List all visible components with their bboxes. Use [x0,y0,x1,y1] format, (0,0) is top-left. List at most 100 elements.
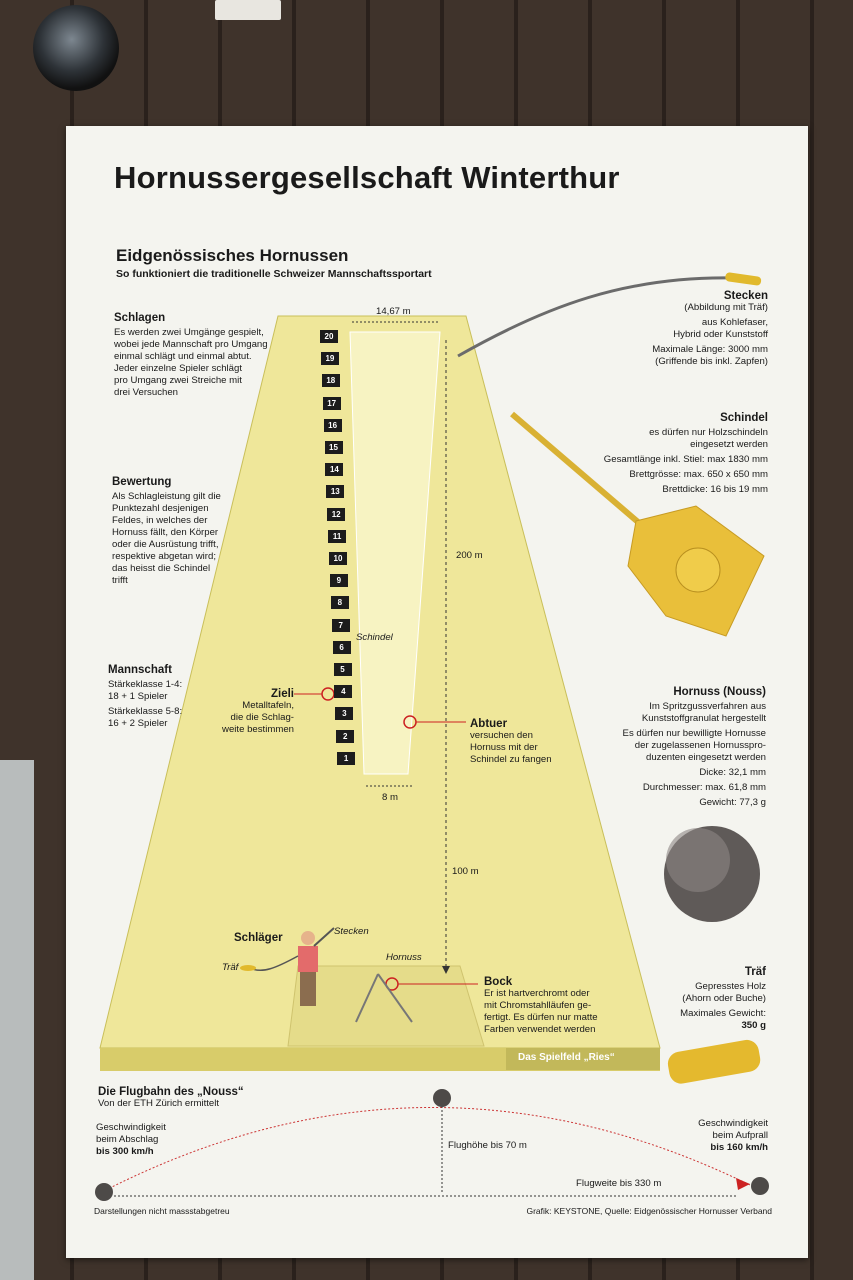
heading-mannschaft: Mannschaft [108,664,172,676]
hornuss-field-label: Hornuss [386,952,422,963]
heading-bewertung: Bewertung [112,476,172,488]
line: Er ist hartverchromt oder [484,988,590,999]
heading-hornuss: Hornuss (Nouss) [673,686,766,698]
field-number-badge: 9 [329,574,348,588]
heading-stecken: Stecken [723,290,768,302]
field-number-badge: 16 [323,418,342,432]
ries-label: Das Spielfeld „Ries“ [518,1052,615,1063]
bock-callout: Bock Er ist hartverchromt oder mit Chrom… [484,976,644,1036]
line: Brettgrösse: max. 650 x 650 mm [629,469,768,480]
line: Maximale Länge: 3000 mm [652,344,768,355]
line: Geschwindigkeit [698,1118,768,1129]
field-number-badge: 7 [331,618,350,632]
line: mit Chromstahlläufen ge- [484,1000,592,1011]
field-number-badge: 13 [326,485,345,499]
line: wobei jede Mannschaft pro Umgang [114,339,268,350]
line: respektive abgetan wird; [112,551,216,562]
text-mannschaft: Stärkeklasse 1-4: 18 + 1 Spieler Stärkek… [108,679,228,730]
line: Es dürfen nur bewilligte Hornusse [622,728,766,739]
line: bis 160 km/h [710,1142,768,1153]
flight-section: Die Flugbahn des „Nouss“ Von der ETH Zür… [98,1086,244,1110]
section-schlagen: Schlagen Es werden zwei Umgänge gespielt… [114,312,294,399]
line: Maximales Gewicht: [680,1008,766,1019]
line: beim Abschlag [96,1134,159,1145]
text-schlagen: Es werden zwei Umgänge gespielt, wobei j… [114,327,294,399]
subtitle: Eidgenössisches Hornussen [116,246,349,265]
line: Gepresstes Holz [695,981,766,992]
line: Dicke: 32,1 mm [699,767,766,778]
line: versuchen den [470,730,533,741]
line: Punktezahl desjenigen [112,503,209,514]
field-number-badge: 11 [328,529,347,543]
field-number-badge: 1 [337,751,356,765]
footer-scale-note: Darstellungen nicht massstabgetreu [94,1206,230,1216]
field-number-badge: 14 [325,463,344,477]
line: Hornuss mit der [470,742,538,753]
line: beim Aufprall [712,1130,768,1141]
lamp-fixture [33,5,119,91]
line: Stärkeklasse 1-4: [108,679,183,690]
line: die die Schlag- [230,712,294,723]
field-number-badge: 20 [320,330,338,343]
line: Es werden zwei Umgänge gespielt, [114,327,264,338]
line: fertigt. Es dürfen nur matte [484,1012,598,1023]
line: Gesamtlänge inkl. Stiel: max 1830 mm [603,454,768,465]
line: (Abbildung mit Träf) [684,302,768,313]
heading-traef: Träf [744,966,766,978]
text-bewertung: Als Schlagleistung gilt die Punktezahl d… [112,491,272,587]
field-number-badge: 5 [333,663,352,676]
line: Kunststoffgranulat hergestellt [641,713,766,724]
line: Gewicht: 77,3 g [699,797,766,808]
line: Hornuss fällt, den Körper [112,527,219,538]
line: (Griffende bis inkl. Zapfen) [655,356,768,367]
line: duzenten eingesetzt werden [645,752,766,763]
line: weite bestimmen [222,724,294,735]
heading-abtuer: Abtuer [470,718,508,730]
width-top-label: 14,67 m [376,306,411,317]
width-bottom-label: 8 m [382,792,398,803]
line: 18 + 1 Spieler [108,691,168,702]
line: Metalltafeln, [242,700,294,711]
field-number-badge: 2 [336,729,355,743]
line: es dürfen nur Holzschindeln [649,427,768,438]
section-bewertung: Bewertung Als Schlagleistung gilt die Pu… [112,476,272,587]
line: eingesetzt werden [690,439,768,450]
stecken-field-label: Stecken [334,926,369,937]
line: 16 + 2 Spieler [108,718,168,729]
flight-end-speed: Geschwindigkeit beim Aufprall bis 160 km… [666,1118,768,1154]
field-number-badge: 8 [330,596,349,610]
heading-bock: Bock [484,976,513,988]
schlaeger-label: Schläger [234,932,283,944]
section-traef: Träf Gepresstes Holz (Ahorn oder Buche) … [626,966,766,1032]
line: Im Spritzgussverfahren aus [649,701,766,712]
schindel-field-label: Schindel [356,632,393,643]
line: 350 g [741,1020,766,1031]
section-mannschaft: Mannschaft Stärkeklasse 1-4: 18 + 1 Spie… [108,664,228,730]
footer-credits: Grafik: KEYSTONE, Quelle: Eidgenössische… [526,1206,772,1216]
tagline: So funktioniert die traditionelle Schwei… [116,268,432,280]
field-number-badge: 12 [327,507,346,521]
zieli-callout: Zieli Metalltafeln, die die Schlag- weit… [206,688,294,736]
section-hornuss: Hornuss (Nouss) Im Spritzgussverfahren a… [566,686,766,809]
line: einmal schlägt und einmal abtut. [114,351,252,362]
field-number-badge: 3 [335,707,354,721]
line: Schindel zu fangen [470,754,552,765]
heading-schindel: Schindel [720,412,768,424]
field-number-badge: 10 [329,552,347,565]
poster-title: Hornussergesellschaft Winterthur [114,160,620,195]
section-schindel: Schindel es dürfen nur Holzschindeln ein… [566,412,768,496]
heading-zieli: Zieli [270,688,294,700]
line: bis 300 km/h [96,1146,154,1157]
line: Jeder einzelne Spieler schlägt [114,363,242,374]
field-number-badge: 4 [334,685,353,699]
line: Hybrid oder Kunststoff [673,329,768,340]
poster: Hornussergesellschaft Winterthur Eidgenö… [66,126,808,1258]
flight-distance: Flugweite bis 330 m [576,1178,662,1189]
flight-height: Flughöhe bis 70 m [448,1140,527,1151]
line: das heisst die Schindel [112,563,211,574]
line: der zugelassenen Hornusspro- [634,740,766,751]
field-number-badge: 19 [320,352,339,366]
length-200-label: 200 m [456,550,483,561]
flight-start-speed: Geschwindigkeit beim Abschlag bis 300 km… [96,1122,166,1158]
line: Durchmesser: max. 61,8 mm [642,782,766,793]
